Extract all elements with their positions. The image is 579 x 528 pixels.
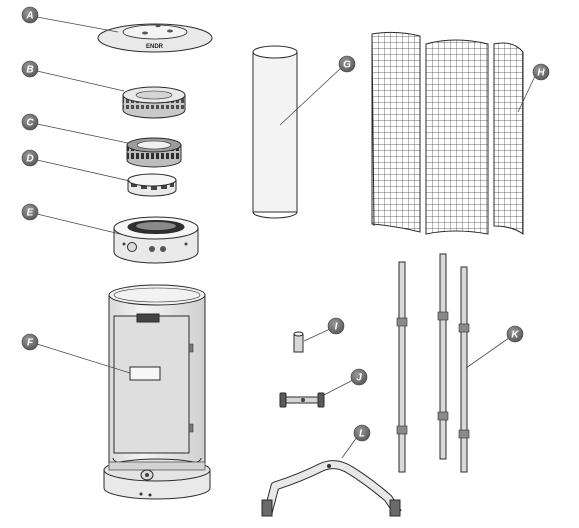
- part-f-main-body: [103, 284, 211, 500]
- part-c-mesh-ring: [126, 137, 182, 168]
- part-i-bushing: [293, 331, 304, 353]
- part-b-burner-ring: [122, 86, 186, 119]
- label-b: B: [26, 65, 33, 76]
- label-d: D: [26, 154, 33, 165]
- label-badge-g: G: [338, 55, 356, 73]
- label-i: I: [335, 322, 338, 333]
- label-badge-j: J: [350, 368, 368, 386]
- part-j-axle-bar: [279, 392, 325, 408]
- label-badge-b: B: [21, 60, 39, 78]
- label-badge-c: C: [21, 113, 39, 131]
- part-d-collar: [127, 173, 177, 197]
- part-k-support-rods: [396, 253, 470, 473]
- label-badge-d: D: [21, 149, 39, 167]
- lid-logo-text: ENDR: [146, 44, 164, 50]
- label-badge-k: K: [506, 325, 524, 343]
- leader-lines: [36, 16, 537, 459]
- label-badge-e: E: [21, 203, 39, 221]
- label-k: K: [511, 330, 519, 341]
- label-j: J: [356, 373, 362, 384]
- label-c: C: [26, 118, 34, 129]
- part-l-wheel-bracket: [261, 460, 402, 517]
- label-badge-f: F: [21, 333, 39, 351]
- label-badge-h: H: [532, 63, 550, 81]
- part-a-top-lid: ENDR: [97, 23, 213, 53]
- label-badge-i: I: [327, 317, 345, 335]
- label-e: E: [27, 208, 34, 219]
- part-h-mesh-guard: [371, 31, 524, 235]
- label-badge-l: L: [353, 424, 371, 442]
- label-l: L: [359, 429, 365, 440]
- label-f: F: [27, 338, 34, 349]
- label-badge-a: A: [21, 6, 39, 24]
- label-h: H: [537, 68, 545, 79]
- label-g: G: [343, 60, 351, 71]
- part-e-control-housing: [113, 216, 199, 264]
- label-a: A: [25, 11, 33, 22]
- part-g-glass-tube: [252, 45, 298, 219]
